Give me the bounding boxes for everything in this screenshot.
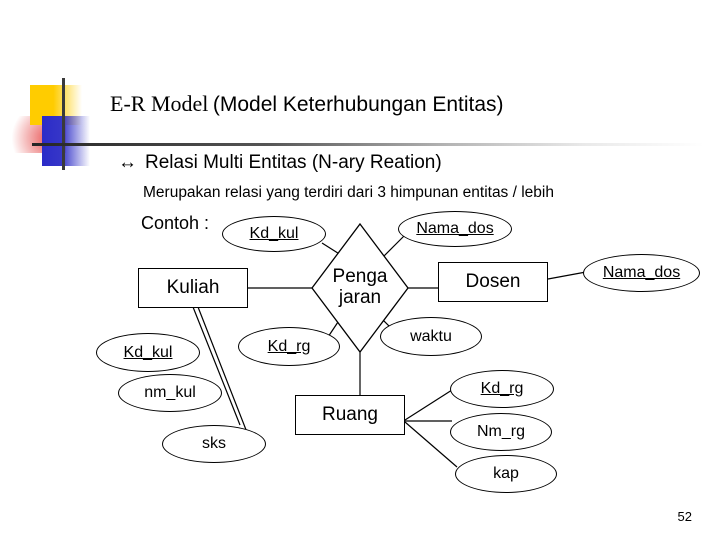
page-title-serif: E-R Model — [110, 91, 209, 116]
example-label: Contoh : — [141, 213, 210, 233]
bullet-heading-text: Relasi Multi Entitas (N-ary Reation) — [145, 152, 442, 173]
attribute-sks[interactable]: sks — [162, 425, 266, 463]
entity-dosen[interactable]: Dosen — [438, 262, 548, 302]
page-title: E-R Model (Model Keterhubungan Entitas) — [110, 91, 504, 117]
decor-blue-square-icon — [42, 116, 90, 166]
relationship-label: Penga jaran — [332, 266, 388, 308]
attribute-waktu[interactable]: waktu — [380, 317, 482, 356]
relationship-pengajaran[interactable]: Penga jaran — [310, 222, 410, 354]
attribute-nm-kul[interactable]: nm_kul — [118, 374, 222, 412]
decor-vertical-rule — [62, 78, 65, 170]
attribute-kd-kul-left[interactable]: Kd_kul — [96, 333, 200, 372]
entity-ruang[interactable]: Ruang — [295, 395, 405, 435]
attribute-nama-dos-top[interactable]: Nama_dos — [398, 211, 512, 247]
attribute-kd-rg-right[interactable]: Kd_rg — [450, 370, 554, 408]
entity-kuliah[interactable]: Kuliah — [138, 268, 248, 308]
bullet-subtext: Merupakan relasi yang terdiri dari 3 him… — [143, 184, 554, 201]
attribute-kd-kul-top[interactable]: Kd_kul — [222, 216, 326, 252]
attribute-kap[interactable]: kap — [455, 455, 557, 493]
double-arrow-icon: ↔ — [118, 152, 137, 173]
decor-horizontal-rule — [32, 143, 704, 146]
attribute-nm-rg[interactable]: Nm_rg — [450, 413, 552, 451]
bullet-heading: ↔ Relasi Multi Entitas (N-ary Reation) — [118, 152, 442, 174]
attribute-nama-dos-right[interactable]: Nama_dos — [583, 254, 700, 292]
page-number: 52 — [677, 509, 692, 524]
attribute-kd-rg-mid[interactable]: Kd_rg — [238, 327, 340, 366]
page-title-sans: (Model Keterhubungan Entitas) — [212, 93, 504, 116]
